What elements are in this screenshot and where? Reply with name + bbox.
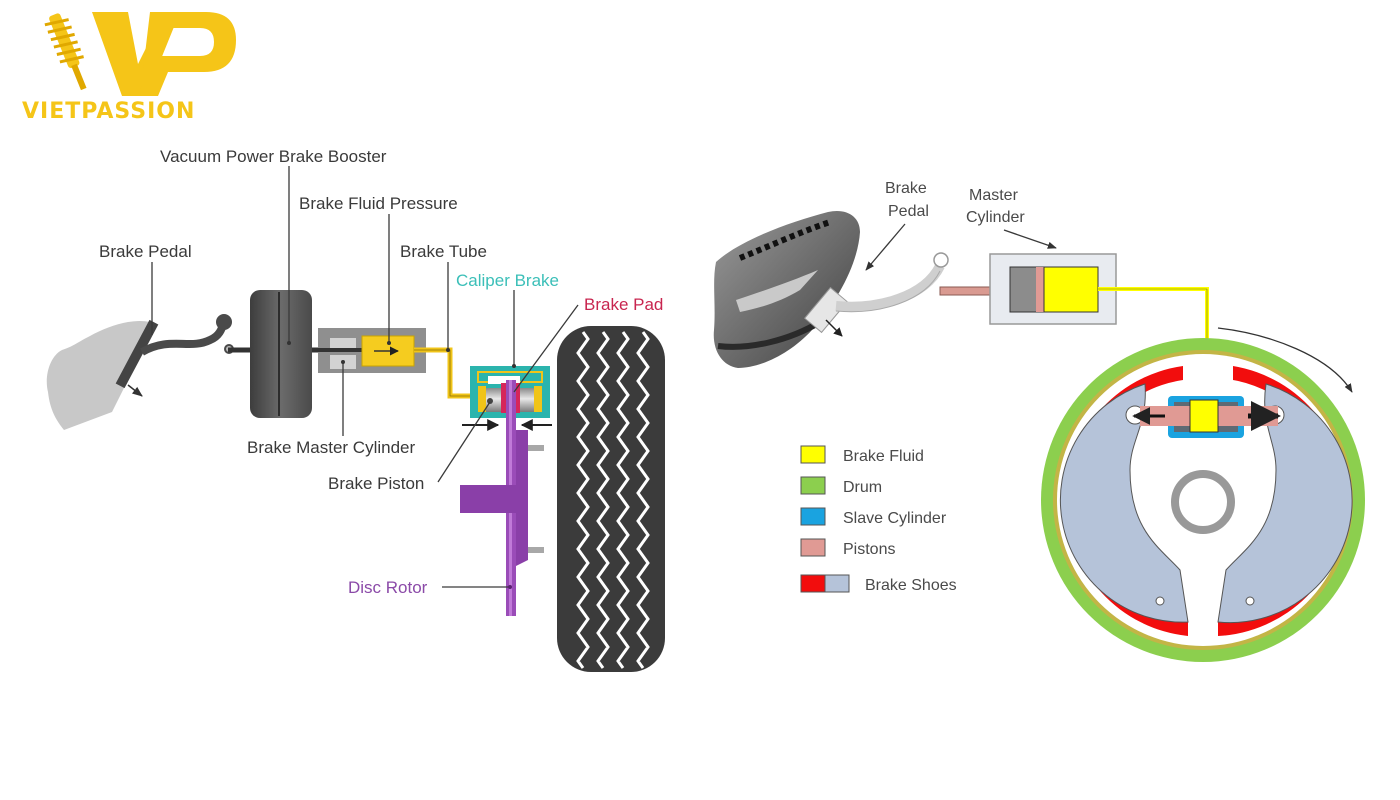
legend-swatch: [800, 445, 826, 464]
tire-tread-groove: [636, 331, 650, 669]
brake-pad: [501, 383, 507, 413]
label-drum-brake-pedal-line1: Brake: [885, 180, 927, 197]
legend-item: Brake Shoes: [800, 574, 957, 594]
label-drum-brake-pedal-line2: Pedal: [888, 203, 929, 220]
disc-rotor: [460, 380, 544, 616]
brand-logo: VIETPASSION: [22, 12, 236, 124]
tire-tread-groove: [596, 331, 610, 669]
tire: [557, 326, 665, 672]
legend-swatch: [800, 538, 826, 557]
drum-pedal-pad: [804, 286, 848, 334]
disc-brake-diagram: Vacuum Power Brake Booster Brake Fluid P…: [46, 147, 665, 672]
shock-absorber-icon: [44, 13, 87, 91]
foot-silhouette: [46, 320, 150, 430]
label-brake-tube: Brake Tube: [400, 242, 487, 261]
label-brake-piston: Brake Piston: [328, 474, 424, 493]
legend-item: Pistons: [800, 538, 895, 558]
brand-name: VIETPASSION: [22, 99, 195, 124]
tire-tread-groove: [576, 331, 590, 669]
legend-item: Brake Fluid: [800, 445, 924, 465]
legend-label: Drum: [843, 479, 882, 496]
label-brake-pedal: Brake Pedal: [99, 242, 192, 261]
label-disc-rotor: Disc Rotor: [348, 578, 428, 597]
label-brake-pad: Brake Pad: [584, 295, 663, 314]
legend-swatch: [800, 476, 826, 495]
vacuum-booster: [250, 290, 312, 418]
legend-label: Brake Fluid: [843, 448, 924, 465]
brake-shoe-left: [1059, 383, 1189, 623]
drum-pedal-arm: [835, 263, 945, 312]
label-caliper-brake: Caliper Brake: [456, 271, 559, 290]
legend-label: Brake Shoes: [865, 577, 957, 594]
label-brake-fluid-pressure: Brake Fluid Pressure: [299, 194, 458, 213]
brake-shoe-right: [1217, 383, 1353, 624]
rotation-arrow: [1217, 327, 1353, 393]
legend-label: Slave Cylinder: [843, 510, 947, 527]
legend-label: Pistons: [843, 541, 895, 558]
label-brake-master-cylinder: Brake Master Cylinder: [247, 438, 416, 457]
legend-swatch: [800, 574, 826, 593]
legend-item: Slave Cylinder: [800, 507, 947, 527]
label-drum-master-cylinder-line2: Cylinder: [966, 209, 1025, 226]
shoe-illustration: [713, 210, 860, 368]
label-drum-master-cylinder-line1: Master: [969, 187, 1019, 204]
label-vacuum-booster: Vacuum Power Brake Booster: [160, 147, 387, 166]
legend-item: Drum: [800, 476, 882, 496]
drum-brake-diagram: Brake Pedal Master Cylinder Brake FluidD…: [713, 180, 1365, 662]
brake-pedal-pad: [115, 319, 159, 389]
drum-hub: [1171, 470, 1235, 534]
tire-tread-groove: [616, 331, 630, 669]
legend-swatch: [824, 574, 850, 593]
legend-swatch: [800, 507, 826, 526]
logo-p-shape: [140, 12, 236, 96]
